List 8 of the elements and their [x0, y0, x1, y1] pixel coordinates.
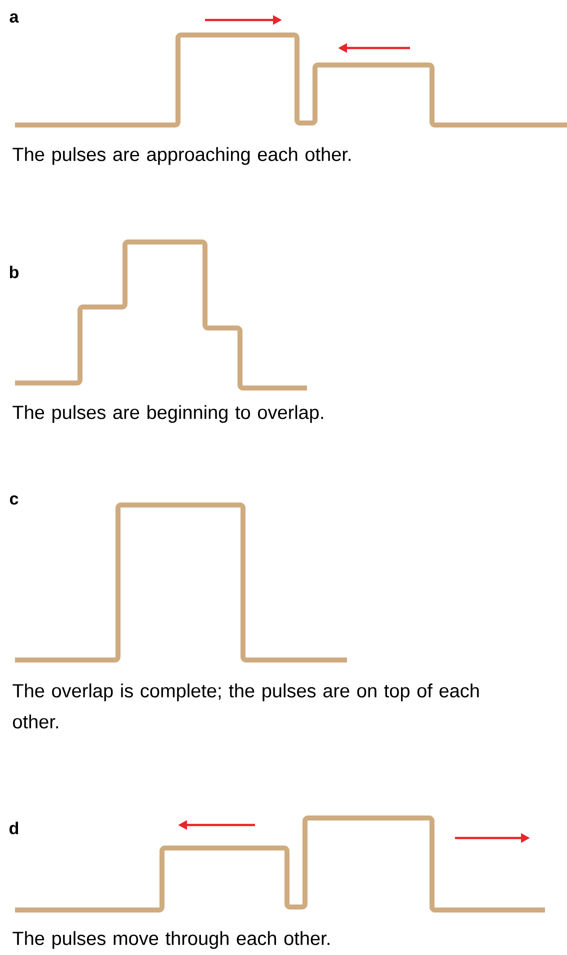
panel-letter: a — [10, 13, 19, 23]
caption: The pulses move through each other. — [12, 931, 330, 949]
caption: The pulses are approaching each other. — [12, 147, 351, 165]
panel-letter: c — [10, 495, 18, 505]
panel-letter: d — [10, 822, 18, 834]
caption: The pulses are beginning to overlap. — [12, 405, 324, 423]
panel-letter: b — [10, 266, 18, 278]
caption: The overlap is complete; the pulses are on top of each other. — [12, 684, 479, 728]
